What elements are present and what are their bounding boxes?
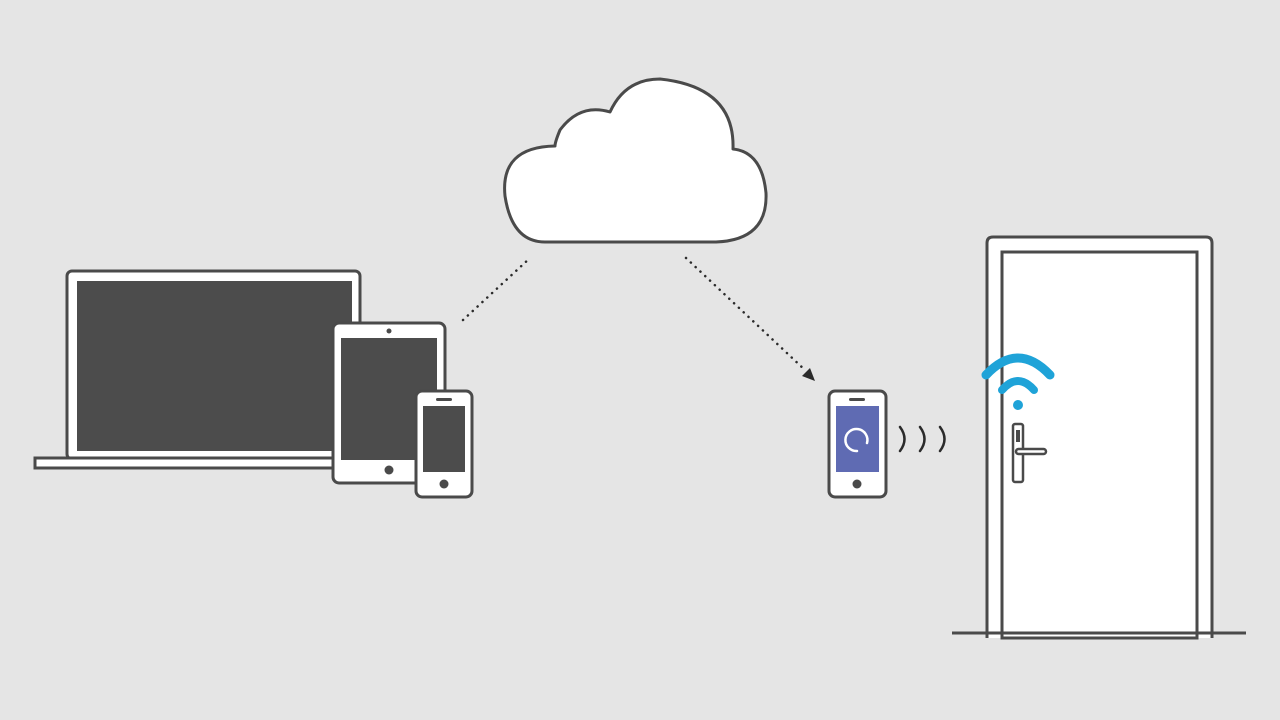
- electronic-lock-icon: [1011, 422, 1048, 484]
- laptop-icon: [33, 269, 393, 470]
- door-icon: [952, 235, 1246, 640]
- smartphone-icon: [414, 389, 474, 499]
- connection-cloud-to-phone: [684, 256, 808, 373]
- wifi-icon: [981, 353, 1055, 410]
- cloud-icon: [503, 77, 768, 244]
- wireless-signal-icon: [898, 425, 946, 453]
- smartphone-app-icon: [827, 389, 888, 499]
- app-logo-icon: [844, 427, 869, 453]
- connection-devices-to-cloud: [461, 256, 532, 322]
- arrowhead-icon: [802, 368, 815, 381]
